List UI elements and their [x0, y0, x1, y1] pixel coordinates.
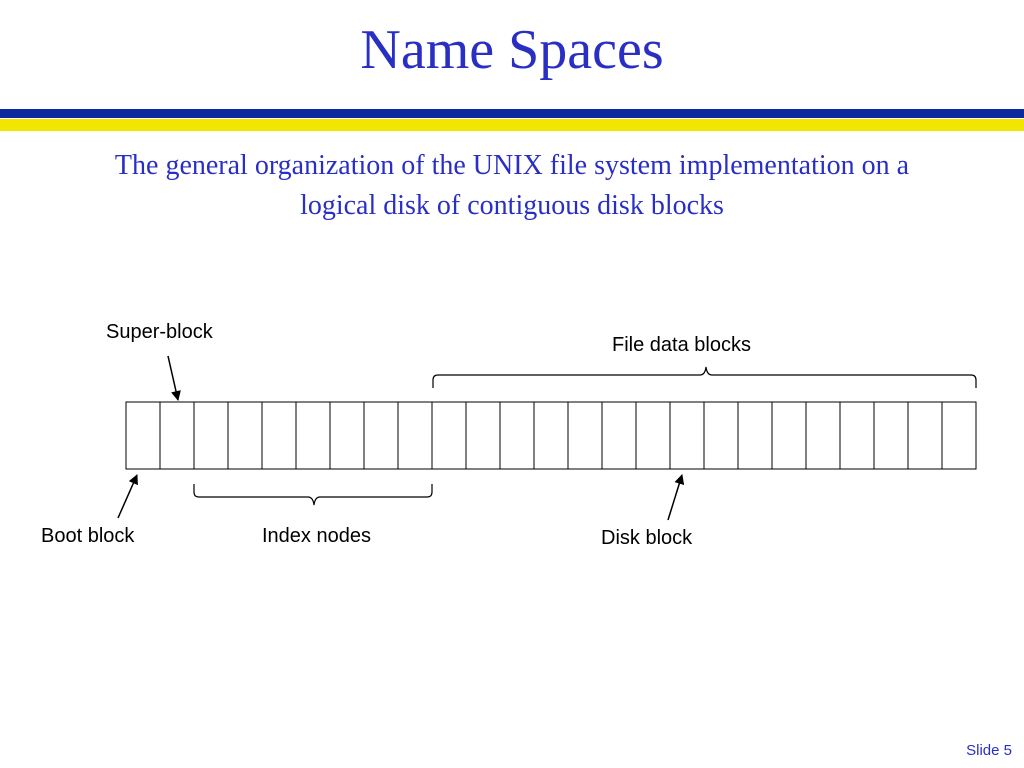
disk-block-cell [771, 401, 807, 470]
disk-block-cell [669, 401, 705, 470]
disk-block-cell [533, 401, 569, 470]
subtitle-line-1: The general organization of the UNIX fil… [114, 150, 910, 181]
disk-block-cell [431, 401, 467, 470]
disk-block-cell [125, 401, 161, 470]
index-nodes-label: Index nodes [262, 525, 371, 547]
title-divider-blue [0, 109, 1024, 118]
disk-block-cell [941, 401, 977, 470]
disk-block-cell [737, 401, 773, 470]
disk-block-cell [295, 401, 331, 470]
disk-block-cell [839, 401, 875, 470]
disk-block-cell [499, 401, 535, 470]
slide-subtitle: The general organization of the UNIX fil… [14, 146, 1010, 226]
disk-block-cell [873, 401, 909, 470]
disk-block-cell [159, 401, 195, 470]
disk-block-label: Disk block [601, 527, 693, 549]
disk-block-cell [465, 401, 501, 470]
disk-block-cell [397, 401, 433, 470]
disk-block-cell [193, 401, 229, 470]
boot-block-label: Boot block [41, 525, 135, 547]
disk-block-cell [703, 401, 739, 470]
super-block-label: Super-block [106, 321, 214, 343]
disk-block-cell [363, 401, 399, 470]
subtitle-line-2: logical disk of contiguous disk blocks [300, 190, 724, 221]
disk-block-cell [601, 401, 637, 470]
disk-block-row [125, 401, 977, 470]
disk-block-cell [261, 401, 297, 470]
file-data-blocks-label: File data blocks [612, 334, 751, 356]
super-block-arrow [167, 355, 181, 401]
disk-block-arrow [667, 474, 685, 521]
disk-block-cell [227, 401, 263, 470]
slide-title: Name Spaces [360, 19, 664, 81]
disk-block-cell [805, 401, 841, 470]
boot-block-arrow [117, 474, 138, 519]
disk-block-cell [907, 401, 943, 470]
slide-number: Slide 5 [966, 742, 1012, 759]
disk-block-cell [567, 401, 603, 470]
disk-block-cell [635, 401, 671, 470]
file-data-blocks-brace [432, 366, 977, 388]
index-nodes-brace [193, 484, 433, 506]
title-divider-yellow [0, 119, 1024, 131]
disk-block-cell [329, 401, 365, 470]
